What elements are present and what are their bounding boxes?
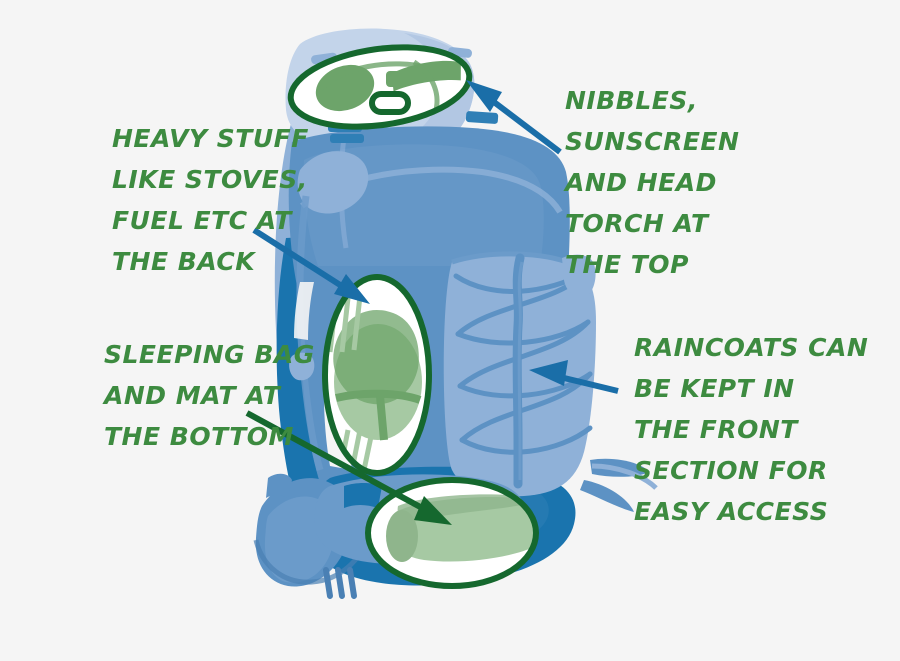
bottom-compartment-highlight-ring	[365, 477, 539, 589]
hip-belt-buckle-bars	[323, 567, 357, 599]
arrow-to-mid-compartment	[252, 227, 370, 304]
callout-raincoats: Raincoats can be kept in the front secti…	[634, 333, 869, 526]
mid-compartment-highlight	[322, 274, 432, 476]
arrow-to-top-lid	[466, 80, 562, 155]
bungee-center-cord-highlight	[517, 261, 524, 480]
top-lid-highlight	[287, 44, 473, 130]
compression-strap-dark	[344, 483, 382, 508]
callout-heavy-stuff: Heavy stuff like stoves, fuel etc at the…	[112, 124, 309, 276]
gear-sleeping-bag-end	[386, 510, 418, 562]
callout-sleeping-bag: Sleeping bag and mat at the bottom	[104, 340, 315, 451]
bungee-center-cord	[512, 253, 525, 489]
pointer-arrows	[245, 80, 619, 525]
strap-webbing-left	[296, 195, 324, 471]
gear-snack-bag	[315, 64, 375, 112]
mid-compartment-highlight-ring	[322, 274, 432, 476]
body-buckle-c	[465, 111, 499, 124]
shoulder-strap-upper	[297, 151, 369, 214]
trailing-strap-lower	[580, 480, 634, 512]
gear-pot-divider-2	[376, 395, 388, 441]
trailing-strap-thin	[591, 463, 658, 490]
side-tab-left	[266, 473, 292, 498]
back-gap-2	[294, 282, 314, 340]
gear-pot-divider	[335, 389, 422, 404]
arrow-to-front-pocket	[529, 360, 619, 394]
side-tab-right	[562, 254, 596, 298]
strap-buckle-left-mid	[289, 352, 315, 381]
gear-head-torch	[386, 71, 408, 87]
arrow-to-bottom-compartment	[245, 410, 452, 525]
gear-strap-arc-2	[412, 59, 440, 111]
body-buckle-b	[330, 134, 364, 143]
gear-head-torch-band	[369, 91, 411, 115]
top-lid-highlight-ring	[287, 44, 473, 130]
front-pocket-edge	[451, 251, 573, 267]
callout-nibbles: Nibbles, sunscreen and head torch at the…	[565, 86, 740, 279]
